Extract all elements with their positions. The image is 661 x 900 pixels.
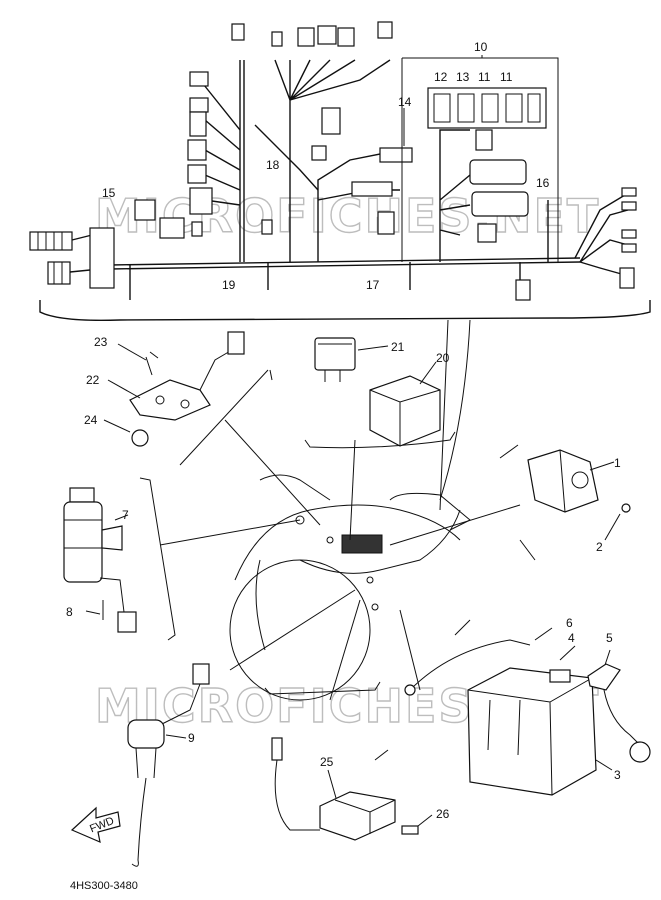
- callout-4: 4: [568, 631, 575, 645]
- callout-25: 25: [320, 755, 334, 769]
- motorcycle-outline: [229, 474, 471, 701]
- relay-small-21: [314, 337, 389, 382]
- callout-14: 14: [398, 95, 412, 109]
- callout-5: 5: [606, 631, 613, 645]
- callout-24: 24: [84, 413, 98, 427]
- diagram-code: 4HS300-3480: [70, 880, 138, 892]
- starter-relay-1: [527, 449, 631, 541]
- callout-6: 6: [566, 616, 573, 630]
- sensor-bracket-22: [103, 331, 245, 447]
- relay-large-20: [369, 361, 441, 447]
- callout-7: 7: [122, 508, 129, 522]
- callout-19: 19: [222, 278, 236, 292]
- callout-21: 21: [391, 340, 405, 354]
- callout-12: 12: [434, 70, 448, 84]
- leader-lines: [159, 319, 521, 701]
- wire-harness-assembly: [29, 21, 651, 322]
- callout-2: 2: [596, 540, 603, 554]
- main-switch-7: [63, 487, 137, 633]
- callouts: 1 2 3 4 5 6 7 8 9 10 12 13 11 11 14 15 1…: [66, 40, 621, 892]
- section-dividers: [139, 319, 536, 761]
- callout-20: 20: [436, 351, 450, 365]
- callout-9: 9: [188, 731, 195, 745]
- callout-13: 13: [456, 70, 470, 84]
- callout-15: 15: [102, 186, 116, 200]
- callout-8: 8: [66, 605, 73, 619]
- callout-23: 23: [94, 335, 108, 349]
- callout-22: 22: [86, 373, 100, 387]
- callout-1: 1: [614, 456, 621, 470]
- front-direction-arrow: FWD: [70, 806, 121, 844]
- switch-9: [127, 663, 210, 867]
- callout-3: 3: [614, 768, 621, 782]
- ignition-coil-25: [271, 737, 433, 841]
- callout-10: 10: [474, 40, 488, 54]
- callout-11b: 11: [500, 70, 513, 84]
- callout-18: 18: [266, 158, 280, 172]
- callout-16: 16: [536, 176, 550, 190]
- callout-26: 26: [436, 807, 450, 821]
- battery-3: [404, 627, 651, 796]
- callout-11a: 11: [478, 70, 491, 84]
- callout-17: 17: [366, 278, 380, 292]
